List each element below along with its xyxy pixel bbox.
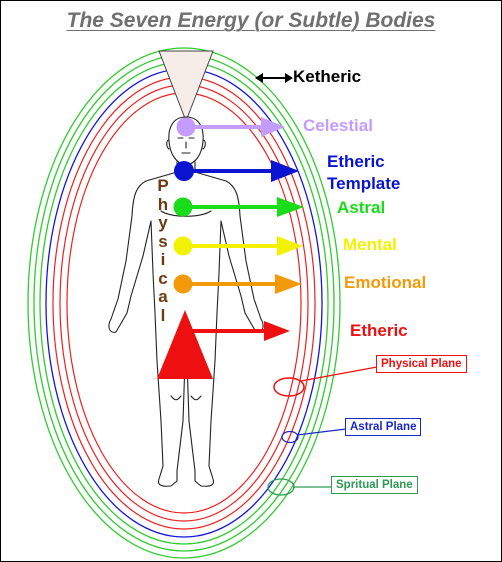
physical-letter: P — [157, 176, 169, 195]
etheric-chakra-triangle — [157, 310, 213, 379]
etheric-template-chakra — [174, 161, 194, 181]
celestial-chakra — [176, 117, 196, 137]
etheric-label: Etheric — [350, 321, 408, 340]
astral-arrowhead — [277, 197, 304, 217]
ketheric-arrowhead-right — [285, 73, 293, 83]
page-title: The Seven Energy (or Subtle) Bodies — [66, 9, 436, 32]
aura-ring-red-3 — [66, 92, 302, 514]
aura-ring-red-1 — [52, 76, 316, 530]
physical-plane-pointer — [300, 366, 378, 382]
ketheric-arrowhead-left — [255, 73, 263, 83]
human-figure — [108, 116, 264, 487]
emotional-arrowhead — [275, 274, 302, 294]
aura-ring-blue — [45, 68, 323, 538]
emotional-chakra — [173, 274, 193, 294]
physical-letter: a — [158, 287, 168, 306]
spiritual-plane-box: Spritual Plane — [331, 476, 418, 494]
physical-plane-box: Physical Plane — [376, 355, 467, 373]
physical-letter: s — [158, 231, 168, 251]
emotional-label: Emotional — [344, 273, 427, 292]
mental-arrowhead — [277, 236, 303, 256]
astral-chakra — [173, 197, 193, 217]
physical-letter: y — [158, 213, 168, 232]
astral-plane-box: Astral Plane — [345, 418, 422, 436]
astral-plane-pointer — [296, 428, 347, 436]
mental-label: Mental — [343, 235, 397, 254]
celestial-label: Celestial — [303, 116, 373, 135]
crown-funnel — [158, 50, 214, 123]
etheric-template-arrowhead — [271, 160, 299, 182]
aura-ring-red-2 — [59, 84, 309, 522]
mental-chakra — [173, 236, 193, 256]
aura-ring-green-outer — [27, 47, 341, 559]
physical-letter: l — [160, 305, 166, 325]
celestial-arrowhead — [261, 117, 285, 137]
physical-plane-marker — [273, 377, 305, 397]
astral-plane-marker — [281, 430, 299, 444]
physical-letter: i — [160, 250, 166, 269]
physical-letter: h — [157, 194, 169, 214]
physical-letter: c — [158, 268, 168, 288]
ketheric-label: Ketheric — [293, 67, 362, 86]
etheric-arrowhead — [264, 321, 290, 341]
etheric-template-label: Etheric Template — [327, 152, 401, 193]
astral-label: Astral — [337, 198, 386, 217]
